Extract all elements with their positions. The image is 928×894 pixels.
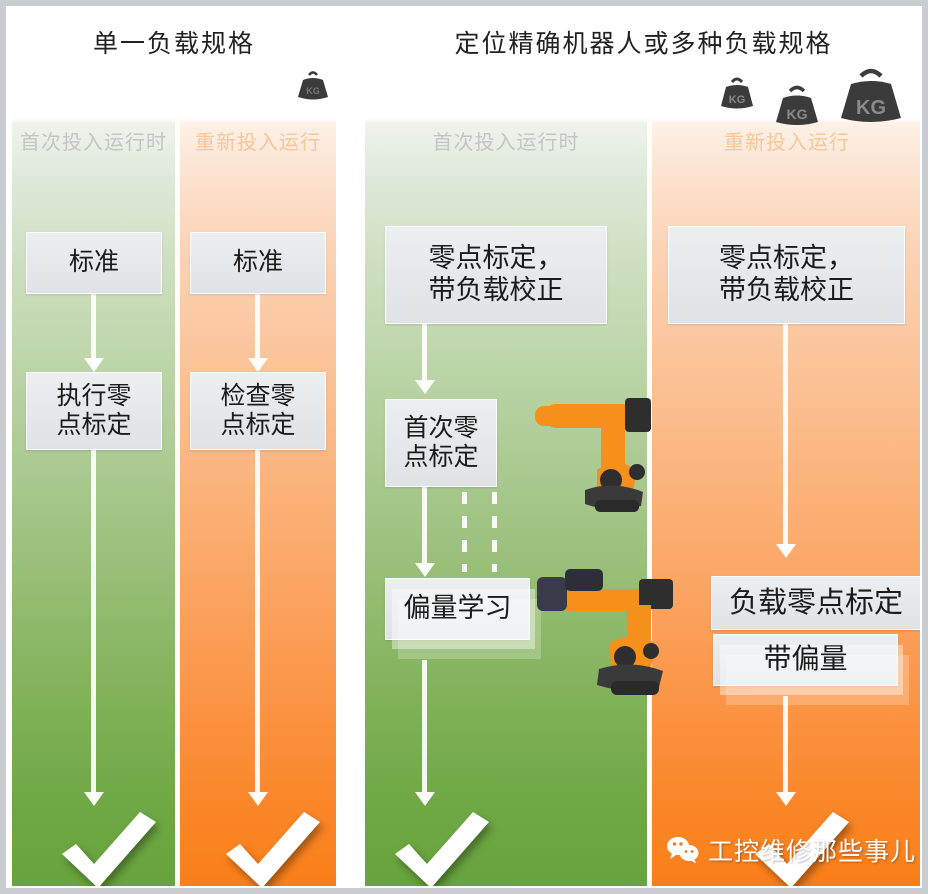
right-green-box-1: 零点标定， 带负载校正 xyxy=(385,226,607,324)
weight-small-label: KG xyxy=(729,94,746,106)
left-orange-checkmark-icon xyxy=(216,798,326,888)
right-green-box-3: 偏量学习 xyxy=(385,578,541,659)
robot-arm-icon xyxy=(535,561,685,701)
weight-medium-label: KG xyxy=(787,106,808,122)
right-green-box-2: 首次零 点标定 xyxy=(385,399,497,487)
weight-large-label: KG xyxy=(856,97,886,119)
left-orange-arrowhead-1 xyxy=(248,358,268,372)
weight-medium-icon: KG xyxy=(771,82,823,130)
left-green-connector-2 xyxy=(91,450,96,800)
right-orange-checkmark-icon xyxy=(745,798,855,888)
weight-large-icon: KG xyxy=(835,64,907,130)
wechat-icon xyxy=(666,836,700,864)
right-green-dashed-connector-a xyxy=(462,492,467,572)
left-green-subtitle: 首次投入运行时 xyxy=(20,132,167,154)
right-panel-column-divider xyxy=(647,118,652,888)
right-green-dashed-connector-b xyxy=(492,492,497,572)
left-panel-title: 单一负载规格 xyxy=(92,31,255,58)
left-orange-arrowhead-2 xyxy=(248,792,268,806)
right-orange-box-3: 带偏量 xyxy=(713,634,909,705)
right-panel: 定位精确机器人或多种负载规格 KG KG KG 首次投入运行时 xyxy=(365,6,922,888)
right-orange-connector-2 xyxy=(783,696,788,800)
watermark: 工控维修那些事儿 xyxy=(666,832,916,868)
watermark-label: 工控维修那些事儿 xyxy=(708,838,917,866)
right-orange-connector-1 xyxy=(783,324,788,550)
weight-small-icon: KG xyxy=(295,68,331,102)
right-green-connector-3 xyxy=(422,660,427,800)
right-green-subtitle: 首次投入运行时 xyxy=(432,132,580,154)
left-orange-connector-2 xyxy=(255,450,260,800)
weight-small-icon: KG xyxy=(717,74,757,112)
svg-text:KG: KG xyxy=(306,86,320,96)
robot-arm-icon xyxy=(533,384,663,514)
right-green-arrowhead-1 xyxy=(415,380,435,394)
right-green-checkmark-icon xyxy=(385,798,495,888)
left-panel-column-divider xyxy=(175,118,180,888)
right-green-connector-1 xyxy=(422,324,427,386)
left-orange-subtitle: 重新投入运行 xyxy=(195,132,321,154)
left-green-arrowhead-2 xyxy=(84,792,104,806)
left-green-arrowhead-1 xyxy=(84,358,104,372)
right-green-arrowhead-3 xyxy=(415,792,435,806)
left-panel: 单一负载规格 KG 首次投入运行时 标准 执行零 点标定 重新投入运行 标准 检… xyxy=(12,6,336,888)
right-green-connector-2 xyxy=(422,487,427,569)
right-panel-title: 定位精确机器人或多种负载规格 xyxy=(454,31,833,58)
right-orange-box-2: 负载零点标定 xyxy=(711,576,921,630)
left-green-checkmark-icon xyxy=(52,798,162,888)
left-green-box-2: 执行零 点标定 xyxy=(26,372,162,450)
right-orange-arrowhead-1 xyxy=(776,544,796,558)
left-green-connector-1 xyxy=(91,294,96,366)
right-orange-subtitle: 重新投入运行 xyxy=(724,132,850,154)
left-orange-box-1: 标准 xyxy=(190,232,326,294)
left-green-box-1: 标准 xyxy=(26,232,162,294)
left-orange-box-2: 检查零 点标定 xyxy=(190,372,326,450)
left-orange-connector-1 xyxy=(255,294,260,366)
right-green-arrowhead-2 xyxy=(415,563,435,577)
right-orange-box-1: 零点标定， 带负载校正 xyxy=(668,226,905,324)
right-orange-arrowhead-2 xyxy=(776,792,796,806)
